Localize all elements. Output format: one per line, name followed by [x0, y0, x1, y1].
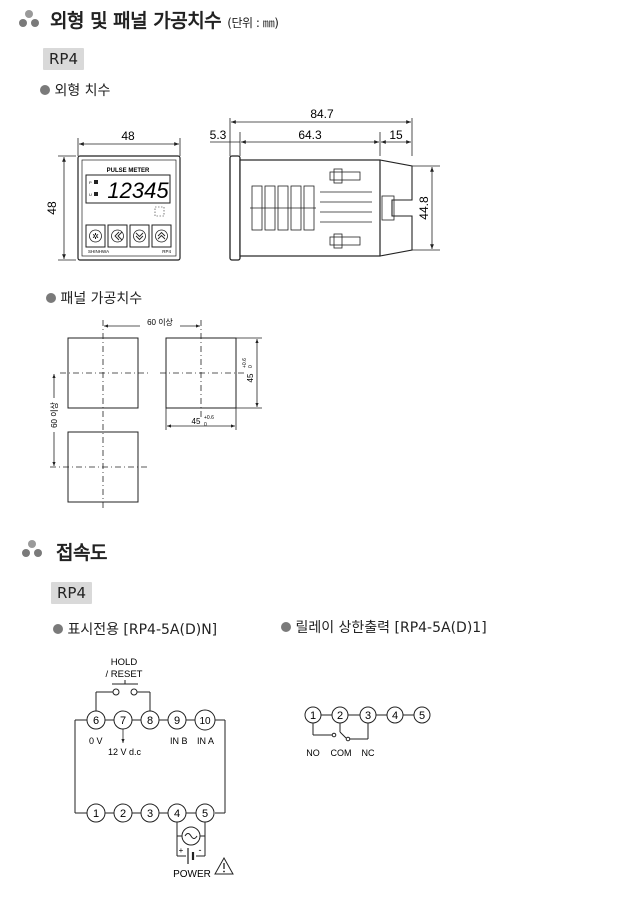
terminal: 10: [199, 716, 211, 727]
dim-side-height: 44.8: [417, 196, 431, 220]
hold-label: HOLD: [111, 657, 138, 668]
terminal: 1: [93, 808, 99, 820]
bullet-icon: [281, 622, 291, 632]
model-badge: RP4: [43, 48, 85, 70]
dim-tail: 15: [389, 128, 403, 142]
front-view: 48 48 PULSE METER P U 12345 ✲ SHINHWA: [45, 129, 181, 261]
outline-heading: 외형 치수: [40, 80, 110, 100]
label-12v: 12 V d.c: [108, 747, 142, 757]
tol-zero-h: 0: [248, 365, 254, 368]
minus-sign: -: [199, 845, 202, 855]
label-com: COM: [331, 748, 352, 758]
outline-drawing: 48 48 PULSE METER P U 12345 ✲ SHINHWA: [45, 107, 440, 261]
panel-label: 패널 가공치수: [60, 291, 143, 307]
brand-label: SHINHWA: [88, 249, 109, 254]
section-icon: [20, 538, 44, 562]
ind-p: P: [89, 180, 92, 185]
dim-front-height: 48: [45, 201, 59, 215]
dim-total-length: 84.7: [310, 107, 334, 121]
section-title-outline: 외형 및 패널 가공치수 (단위 : ㎜): [50, 6, 279, 33]
plus-sign: +: [179, 846, 184, 855]
unit-label: (단위 : ㎜): [227, 16, 279, 30]
bottom-terminals: 1 2 3 4 5: [86, 803, 215, 823]
bullet-icon: [53, 624, 63, 634]
relay-contact: [312, 723, 369, 742]
terminal: 9: [174, 715, 180, 727]
section-title-wiring: 접속도: [56, 542, 107, 564]
power-label: POWER: [173, 869, 211, 880]
dim-flange: 5.3: [210, 128, 227, 142]
model-mark: RP4: [162, 249, 171, 254]
tol-zero-w: 0: [204, 422, 207, 428]
front-keys: ✲: [85, 224, 172, 248]
outline-label: 외형 치수: [54, 83, 111, 99]
terminal: 5: [202, 808, 208, 820]
model-badge: RP4: [51, 582, 93, 604]
label-nc: NC: [362, 748, 375, 758]
terminal: 4: [392, 710, 398, 722]
dim-pitch-v: 60 이상: [49, 401, 59, 427]
label-inb: IN B: [170, 736, 188, 746]
terminal: 3: [365, 710, 371, 722]
power-source: [176, 822, 206, 864]
hold-switch: [95, 680, 151, 714]
terminal: 6: [93, 715, 99, 727]
section-title-text: 외형 및 패널 가공치수: [50, 10, 222, 32]
terminal: 3: [147, 808, 153, 820]
dim-cut-h: 45: [246, 373, 255, 382]
top-terminals: 6 7 8 9 10: [86, 709, 216, 731]
wiring-diagram-right: 1 2 3 4 5 NO COM NC: [304, 706, 431, 758]
panel-cutout-drawing: 60 이상 60 이상 45 +0.6 0 45 +0.6 0: [48, 316, 262, 508]
terminal: 7: [120, 715, 126, 727]
tol-plus-h: +0.6: [242, 358, 248, 368]
meter-title: PULSE METER: [107, 168, 150, 174]
terminal: 4: [174, 808, 180, 820]
side-view: 84.7 5.3 64.3 15: [210, 107, 440, 261]
wiring-right-label: 릴레이 상한출력 [RP4-5A(D)1]: [295, 620, 487, 636]
terminal: 1: [310, 710, 316, 722]
meter-display: 12345: [107, 178, 169, 203]
terminal: 8: [147, 715, 153, 727]
dim-front-width: 48: [121, 129, 135, 143]
panel-heading: 패널 가공치수: [46, 288, 142, 308]
terminal: 5: [419, 710, 425, 722]
section-icon: [17, 8, 41, 32]
ind-u: U: [89, 192, 92, 197]
warning-icon: [214, 856, 234, 875]
bullet-icon: [40, 85, 50, 95]
label-0v: 0 V: [89, 736, 103, 746]
wiring-left-heading: 표시전용 [RP4-5A(D)N]: [53, 619, 217, 639]
tol-plus-w: +0.6: [204, 415, 214, 421]
label-ina: IN A: [197, 736, 214, 746]
dim-cut-w: 45: [192, 417, 201, 426]
label-no: NO: [306, 748, 320, 758]
wiring-left-label: 표시전용 [RP4-5A(D)N]: [67, 622, 218, 638]
svg-text:✲: ✲: [92, 232, 99, 241]
wiring-right-heading: 릴레이 상한출력 [RP4-5A(D)1]: [281, 617, 487, 637]
terminal: 2: [337, 710, 343, 722]
bullet-icon: [46, 293, 56, 303]
reset-label: / RESET: [106, 669, 143, 680]
dim-body-length: 64.3: [298, 128, 322, 142]
wiring-diagram-left: HOLD / RESET 6 7 8 9 1: [74, 657, 234, 880]
dim-pitch-h: 60 이상: [147, 317, 173, 327]
terminal: 2: [120, 808, 126, 820]
